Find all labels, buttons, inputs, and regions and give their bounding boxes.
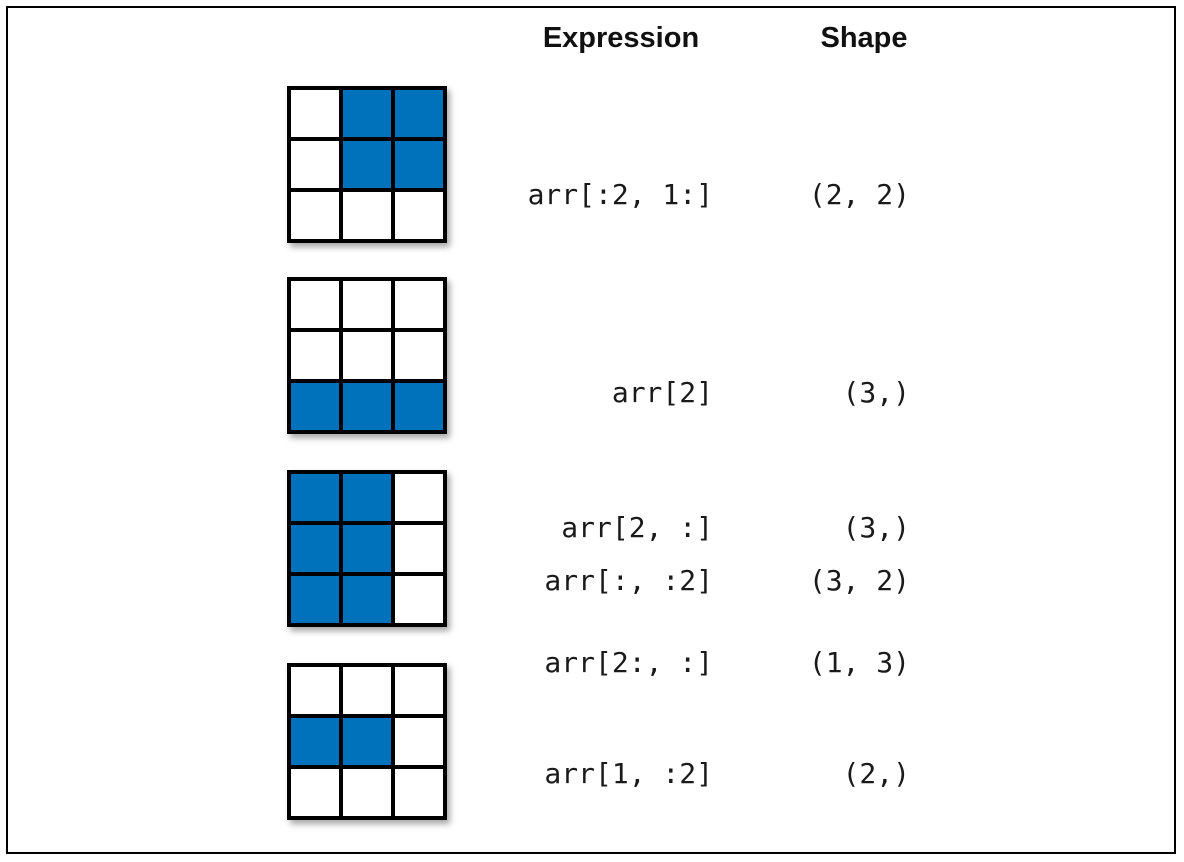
empty-cell (341, 767, 393, 818)
empty-cell (393, 665, 445, 716)
highlighted-cell (341, 472, 393, 523)
empty-cell (341, 330, 393, 381)
empty-cell (393, 330, 445, 381)
highlighted-cell (341, 139, 393, 190)
empty-cell (393, 472, 445, 523)
shape-text: (1, 3) (808, 646, 910, 679)
empty-cell (393, 767, 445, 818)
shape-list-4: (2,) (1, 2) (809, 661, 910, 862)
shape-text: (3,) (842, 376, 910, 409)
empty-cell (289, 190, 341, 241)
array-grid-2 (287, 277, 447, 434)
empty-cell (289, 767, 341, 818)
highlighted-cell (341, 574, 393, 625)
empty-cell (289, 139, 341, 190)
empty-cell (393, 190, 445, 241)
expression-text: arr[1, :2] (544, 757, 713, 790)
empty-cell (341, 665, 393, 716)
empty-cell (289, 330, 341, 381)
highlighted-cell (289, 523, 341, 574)
highlighted-cell (341, 381, 393, 432)
empty-cell (341, 279, 393, 330)
shape-list-3: (3, 2) (809, 468, 910, 693)
highlighted-cell (393, 139, 445, 190)
highlighted-cell (341, 523, 393, 574)
empty-cell (341, 190, 393, 241)
shape-text: (3,) (842, 511, 910, 544)
expression-text: arr[:2, 1:] (527, 178, 713, 211)
empty-cell (393, 279, 445, 330)
shape-text: (2,) (842, 757, 910, 790)
expression-text: arr[2:, :] (544, 646, 713, 679)
shape-list-1: (2, 2) (809, 82, 910, 307)
array-grid-3 (287, 470, 447, 627)
empty-cell (393, 716, 445, 767)
array-grid-4 (287, 663, 447, 820)
empty-cell (289, 88, 341, 139)
shape-list-2: (3,) (3,) (1, 3) (809, 280, 910, 775)
expression-list-2: arr[2] arr[2, :] arr[2:, :] (544, 280, 713, 775)
highlighted-cell (289, 381, 341, 432)
expression-column-header: Expression (542, 22, 700, 54)
expression-list-4: arr[1, :2] arr[1:2, :2] (511, 661, 713, 862)
empty-cell (289, 665, 341, 716)
shape-text: (3, 2) (808, 564, 910, 597)
expression-list-1: arr[:2, 1:] (528, 82, 713, 307)
highlighted-cell (289, 716, 341, 767)
highlighted-cell (341, 716, 393, 767)
empty-cell (289, 279, 341, 330)
empty-cell (393, 523, 445, 574)
shape-column-header: Shape (820, 22, 908, 54)
expression-text: arr[2] (611, 376, 713, 409)
expression-list-3: arr[:, :2] (544, 468, 713, 693)
highlighted-cell (289, 472, 341, 523)
expression-text: arr[:, :2] (544, 564, 713, 597)
highlighted-cell (341, 88, 393, 139)
empty-cell (393, 574, 445, 625)
highlighted-cell (393, 381, 445, 432)
array-grid-1 (287, 86, 447, 243)
shape-text: (2, 2) (808, 178, 910, 211)
expression-text: arr[2, :] (561, 511, 713, 544)
highlighted-cell (393, 88, 445, 139)
highlighted-cell (289, 574, 341, 625)
